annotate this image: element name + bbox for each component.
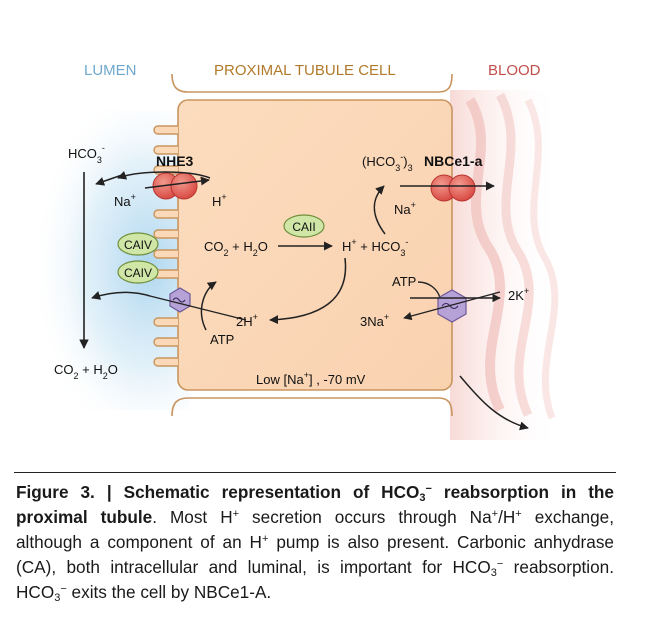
svg-text:CAIV: CAIV (124, 238, 152, 252)
apical-atp-label: ATP (210, 332, 234, 347)
basal-na-label: Na+ (394, 200, 416, 217)
atp-to-co2-arrow (200, 281, 217, 331)
nhe3-na-in-arrow (144, 176, 210, 189)
caption-body: . Most H+ secretion occurs through Na+/H… (16, 507, 615, 604)
cell-label: PROXIMAL TUBULE CELL (214, 62, 396, 79)
lumen-label: LUMEN (84, 62, 137, 79)
basal-hco3-3-label: (HCO3-)3 (362, 152, 413, 173)
cell-body (177, 99, 453, 391)
nhe3-h-out-arrow (117, 171, 211, 180)
lumen-co2-label: CO2 + H2O (54, 362, 118, 381)
basal-atp-label: ATP (392, 274, 416, 289)
basal-2k-label: 2K+ (508, 286, 529, 303)
apical-pump-cross-line (149, 295, 247, 321)
caption-label: Figure 3. (16, 482, 95, 502)
proximal-tubule-diagram: LUMEN PROXIMAL TUBULE CELL BLOOD HCO3- C… (0, 62, 560, 440)
svg-text:CAII: CAII (292, 220, 315, 234)
cell-top-cap (171, 73, 453, 93)
cell-membrane-potential-label: Low [Na+] , -70 mV (256, 370, 366, 387)
svg-text:CAIV: CAIV (124, 266, 152, 280)
nhe3-na-label: Na+ (114, 192, 136, 209)
blood-exit-arrow (459, 375, 529, 431)
basal-atp-curve (417, 281, 441, 299)
caii-enzyme: CAII (283, 214, 325, 238)
caption-separator: | (94, 482, 124, 502)
cell-co2-h2o-label: CO2 + H2O (204, 239, 268, 258)
nhe3-h-label: H+ (212, 192, 227, 209)
caiv-enzyme-1: CAIV (117, 232, 159, 256)
caption-divider (14, 472, 616, 473)
apical-h-atpase-pump (169, 287, 191, 313)
cell-2h-label: 2H+ (236, 312, 258, 329)
cell-h-hco3-label: H+ + HCO3- (342, 237, 408, 258)
blood-region (450, 90, 560, 440)
blood-label: BLOOD (488, 62, 541, 79)
caiv-enzyme-2: CAIV (117, 260, 159, 284)
lumen-hco3-left-arrow (95, 174, 123, 186)
lumen-hco3-label: HCO3- (68, 143, 105, 165)
nbce1a-cotransporter (430, 174, 476, 202)
cell-bottom-cap (171, 397, 453, 417)
nhe3-label: NHE3 (156, 153, 194, 169)
hco3-to-nbce1-arrow (373, 185, 386, 235)
figure-caption: Figure 3. | Schematic representation of … (16, 480, 614, 605)
nak-k-in-line (403, 291, 501, 321)
basal-3na-label: 3Na+ (360, 312, 389, 329)
brush-border (153, 125, 178, 367)
h-to-pump-arrow (269, 257, 347, 325)
caption-title: Schematic representation of HCO3− reabso… (16, 482, 614, 527)
nbce1a-label: NBCe1-a (424, 153, 483, 169)
apical-pump-h-out-arrow (91, 291, 151, 300)
